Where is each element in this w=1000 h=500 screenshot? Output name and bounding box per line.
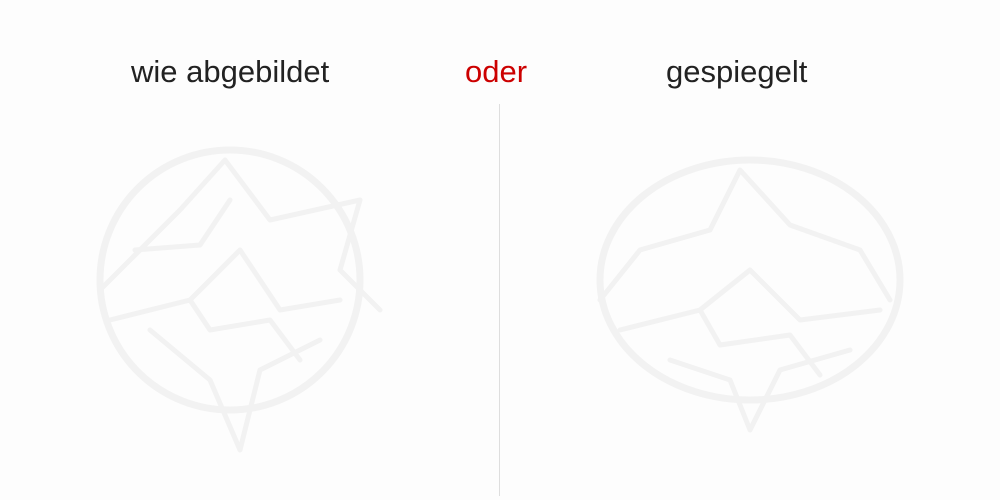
mirrored-shape-drawing [596,156,904,433]
label-mirrored: gespiegelt [666,54,808,89]
figure-mirrored [560,130,940,450]
as-shown-shape-drawing [96,146,383,453]
label-as-shown: wie abgebildet [131,54,330,89]
label-or: oder [465,54,528,89]
figure-as-shown [40,130,420,470]
center-divider [499,104,500,496]
